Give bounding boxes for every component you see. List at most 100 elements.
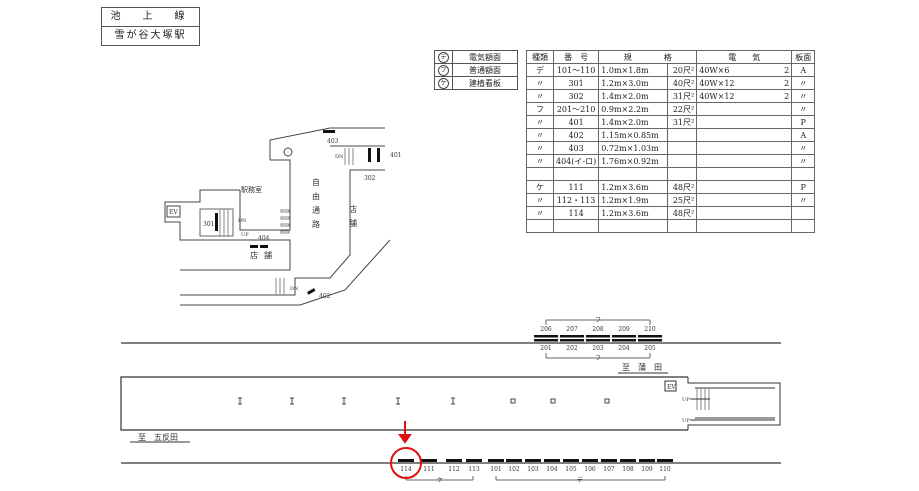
board-101 bbox=[488, 459, 504, 462]
board-label: 201 bbox=[540, 345, 551, 352]
board-label: 101 bbox=[490, 466, 501, 473]
legend: デ電気額面フ普通額面ケ建植看板 bbox=[434, 50, 518, 90]
pillar-icon bbox=[396, 397, 400, 405]
board-404-i bbox=[250, 245, 258, 248]
legend-row: デ電気額面 bbox=[434, 50, 518, 64]
board-103 bbox=[525, 459, 541, 462]
board-107 bbox=[601, 459, 617, 462]
board-108 bbox=[620, 459, 636, 462]
dn-label-2: DN bbox=[335, 154, 344, 160]
column-icon bbox=[550, 398, 556, 404]
floor-boards bbox=[215, 130, 380, 295]
board-label: 111 bbox=[423, 466, 434, 473]
label-402: 402 bbox=[319, 293, 331, 300]
arrow-head-icon bbox=[398, 434, 412, 444]
legend-symbol-icon: ケ bbox=[438, 77, 449, 89]
board-402 bbox=[307, 288, 316, 295]
table-cell bbox=[696, 219, 780, 233]
board-210 bbox=[638, 335, 662, 338]
ev-box bbox=[166, 205, 181, 218]
board-301 bbox=[215, 213, 218, 231]
table-cell: 48尺² bbox=[667, 206, 698, 220]
title-box: 池 上 線 雪が谷大塚駅 bbox=[101, 7, 200, 46]
board-206 bbox=[534, 335, 558, 338]
legend-label: 建植看板 bbox=[452, 76, 518, 90]
board-401 bbox=[377, 148, 380, 162]
board-label: 206 bbox=[540, 326, 552, 333]
board-label: 114 bbox=[400, 466, 412, 473]
board-201 bbox=[534, 339, 558, 342]
pillar-icon bbox=[290, 397, 294, 405]
board-label: 208 bbox=[592, 326, 604, 333]
board-label: 209 bbox=[618, 326, 630, 333]
station-name: 雪が谷大塚駅 bbox=[102, 26, 199, 45]
board-109 bbox=[639, 459, 655, 462]
board-110 bbox=[657, 459, 673, 462]
table-cell bbox=[667, 219, 698, 233]
board-102 bbox=[506, 459, 522, 462]
free-passage-label: 自由通路 bbox=[312, 177, 321, 234]
to-kamata-label: 至 蒲 田 bbox=[622, 362, 662, 372]
dn-label: DN bbox=[238, 218, 247, 224]
board-209 bbox=[612, 335, 636, 338]
pillar-icon bbox=[283, 147, 293, 157]
line-name: 池 上 線 bbox=[110, 11, 191, 22]
pillar-icon bbox=[451, 397, 455, 405]
label-401: 401 bbox=[390, 152, 401, 159]
platform-ev-box bbox=[664, 380, 677, 392]
board-203 bbox=[586, 339, 610, 342]
board-208 bbox=[586, 335, 610, 338]
pillar-icon bbox=[238, 397, 242, 405]
board-111 bbox=[421, 459, 437, 462]
board-105 bbox=[563, 459, 579, 462]
board-104 bbox=[544, 459, 560, 462]
legend-symbol-icon: デ bbox=[438, 51, 449, 63]
board-label: 112 bbox=[448, 466, 460, 473]
symbol-ke-icon: ケ bbox=[437, 477, 443, 484]
stair-area bbox=[687, 377, 781, 430]
label-404: 404 bbox=[258, 235, 270, 242]
board-label: 113 bbox=[468, 466, 480, 473]
pillar-icon bbox=[342, 397, 346, 405]
shop-vertical-label: 店舗 bbox=[349, 204, 358, 233]
col-face: 板面 bbox=[791, 50, 816, 64]
board-label: 102 bbox=[508, 466, 520, 473]
platform-up-label-1: UP bbox=[682, 397, 690, 403]
board-404-ro bbox=[260, 245, 268, 248]
board-403 bbox=[323, 130, 335, 133]
board-204 bbox=[612, 339, 636, 342]
board-202 bbox=[560, 339, 584, 342]
symbol-fu-icon: フ bbox=[595, 355, 601, 362]
board-207 bbox=[560, 335, 584, 338]
board-label: 204 bbox=[618, 345, 630, 352]
board-302 bbox=[368, 148, 371, 162]
board-label: 205 bbox=[644, 345, 656, 352]
board-label: 203 bbox=[592, 345, 604, 352]
label-403: 403 bbox=[327, 138, 339, 145]
table-cell bbox=[791, 219, 816, 233]
symbol-fu-icon: フ bbox=[595, 317, 601, 324]
board-205 bbox=[638, 339, 662, 342]
board-label: 107 bbox=[603, 466, 615, 473]
symbol-de-icon: デ bbox=[577, 476, 583, 484]
highlight-circle bbox=[390, 447, 422, 479]
to-gotanda-label: 至 五反田 bbox=[138, 432, 178, 442]
board-label: 105 bbox=[565, 466, 577, 473]
up-label: UP bbox=[241, 232, 249, 238]
table-cell bbox=[552, 219, 600, 233]
label-301: 301 bbox=[203, 221, 214, 228]
highlight-annotation bbox=[390, 421, 422, 479]
ev-label: EV bbox=[169, 209, 178, 216]
dn-label-3: DN bbox=[290, 286, 299, 292]
board-label: 106 bbox=[584, 466, 596, 473]
board-112 bbox=[446, 459, 462, 462]
column-icon bbox=[510, 398, 516, 404]
board-label: 103 bbox=[527, 466, 539, 473]
table-cell: 302 bbox=[552, 89, 600, 103]
board-114 bbox=[398, 459, 414, 462]
